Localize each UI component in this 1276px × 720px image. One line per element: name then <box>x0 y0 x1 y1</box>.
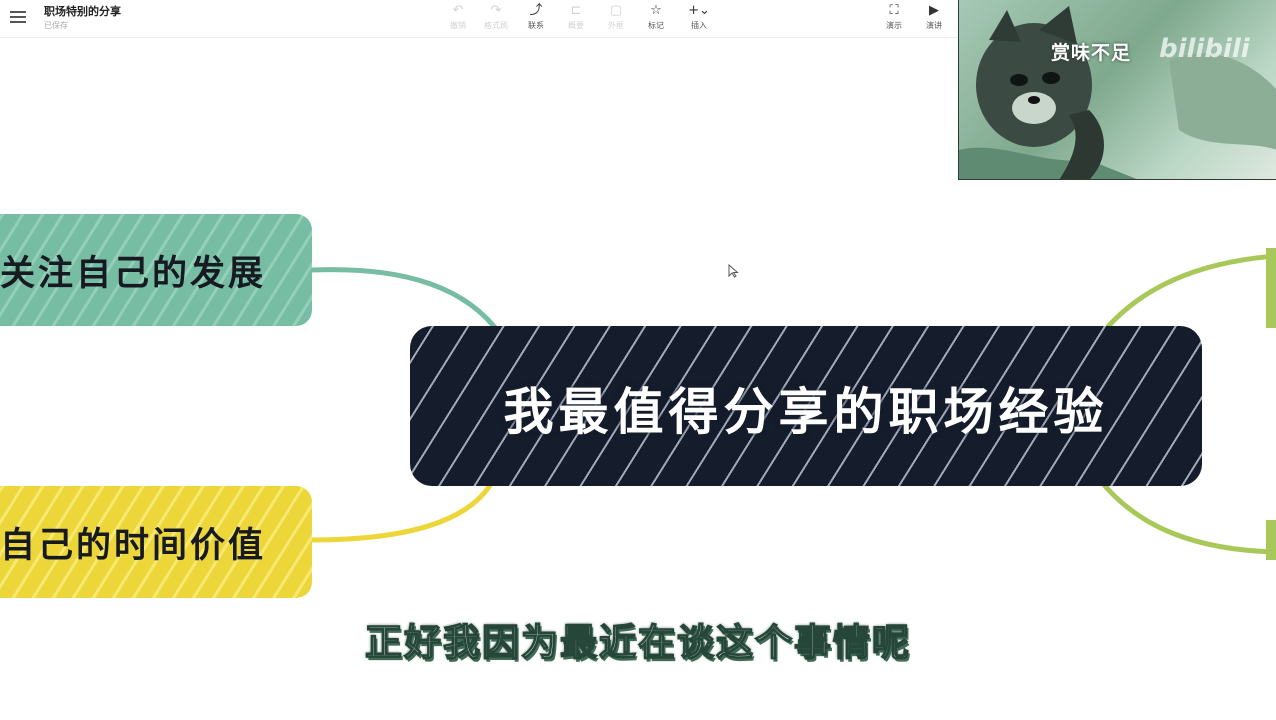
mouse-pointer-icon <box>728 264 739 278</box>
star-icon: ☆ <box>650 3 662 18</box>
link-green-upper <box>1098 253 1276 338</box>
insert-button[interactable]: +⌄ 插入 <box>681 3 717 31</box>
redo-icon: ↷ <box>490 3 502 18</box>
right-node-edge-lower[interactable] <box>1266 520 1276 560</box>
branch-node-time-value[interactable]: 自己的时间价值 <box>0 486 312 598</box>
link-yellow <box>311 480 495 543</box>
video-subtitle: 正好我因为最近在谈这个事情呢 <box>364 620 911 664</box>
root-node-label: 我最值得分享的职场经验 <box>503 383 1109 441</box>
frame-icon: ▢ <box>609 3 623 18</box>
root-node[interactable]: 我最值得分享的职场经验 <box>410 326 1202 486</box>
present-button[interactable]: ⛶ 演示 <box>876 3 912 31</box>
document-title[interactable]: 职场特别的分享 <box>44 5 121 18</box>
relation-button[interactable]: ⤴ 联系 <box>518 3 554 31</box>
branch-node-label: 关注自己的发展 <box>0 253 266 294</box>
present-icon: ⛶ <box>889 3 899 18</box>
link-icon: ⤴ <box>529 3 543 18</box>
play-icon: ▶ <box>929 3 939 18</box>
format-painter-button[interactable]: ↷ 格式刷 <box>478 3 514 31</box>
webcam-overlay: 赏味不足 bilibili <box>958 0 1276 180</box>
summary-icon: ⊏ <box>570 3 582 18</box>
avatar-cat-image <box>959 6 1276 179</box>
branch-node-develop[interactable]: 关注自己的发展 <box>0 214 312 326</box>
branch-node-label: 自己的时间价值 <box>0 525 266 566</box>
link-teal <box>311 267 503 336</box>
save-status: 已保存 <box>44 21 68 30</box>
frame-button[interactable]: ▢ 外框 <box>598 3 634 31</box>
link-green-lower <box>1098 478 1276 555</box>
summary-button[interactable]: ⊏ 概要 <box>558 3 594 31</box>
undo-button[interactable]: ↶ 撤销 <box>440 3 476 31</box>
menu-icon[interactable] <box>8 8 28 26</box>
presentation-play-button[interactable]: ▶ 演讲 <box>916 3 952 31</box>
right-node-edge-upper[interactable] <box>1266 248 1276 328</box>
insert-icon: +⌄ <box>688 3 710 18</box>
streamer-name: 赏味不足 <box>1051 42 1132 64</box>
mark-button[interactable]: ☆ 标记 <box>638 3 674 31</box>
bilibili-watermark: bilibili <box>1159 34 1250 64</box>
undo-icon: ↶ <box>452 3 464 18</box>
